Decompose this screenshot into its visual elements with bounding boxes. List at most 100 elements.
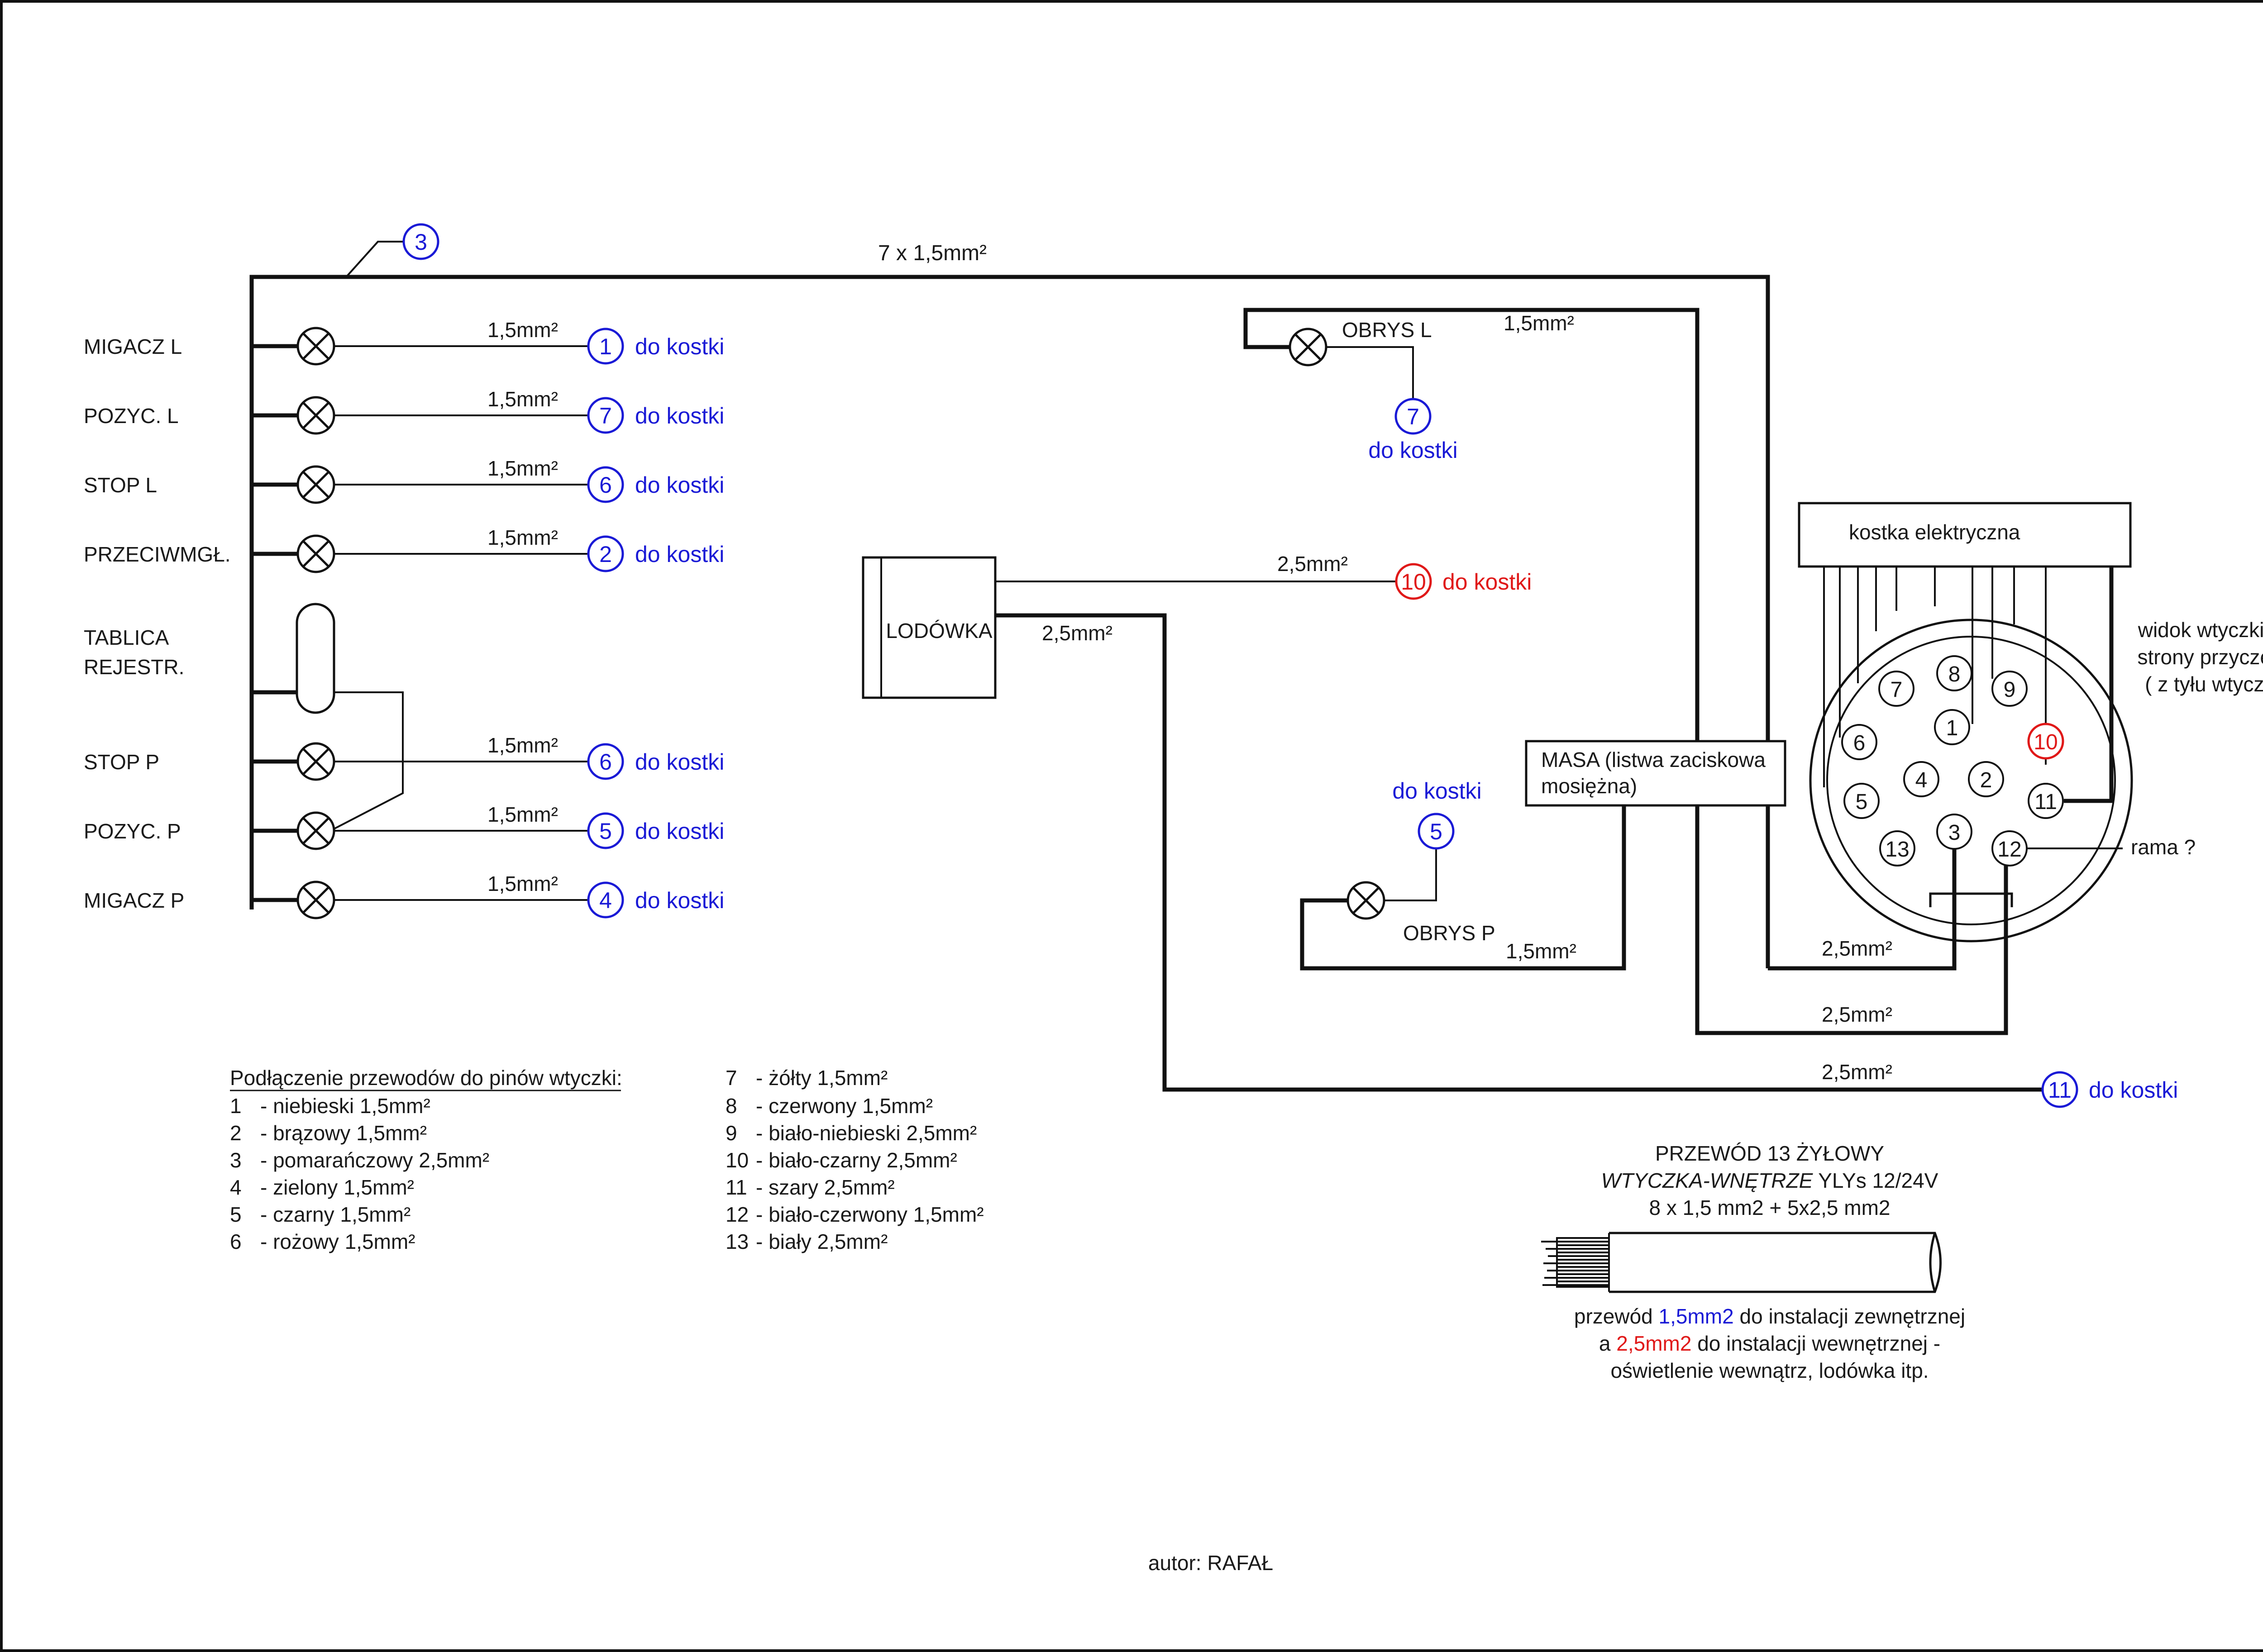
cable-note1-b: 1,5mm2 — [1659, 1304, 1734, 1328]
lamp-symbol-icon — [1289, 328, 1327, 367]
wire-gauge: 1,5mm² — [487, 457, 558, 480]
legend-text: - szary 2,5mm² — [756, 1176, 895, 1199]
rama-label: rama ? — [2131, 835, 2196, 859]
legend-text: - biało-niebieski 2,5mm² — [756, 1121, 977, 1145]
plug-pin-number: 7 — [1891, 678, 1903, 702]
pin-number: 2 — [599, 542, 612, 567]
lamp-label: PRZECIWMGŁ. — [84, 543, 231, 566]
wire-gauge: 1,5mm² — [487, 526, 558, 549]
masa-line1: MASA (listwa zaciskowa — [1541, 748, 1766, 771]
plug-view-line2: strony przyczepy — [2137, 645, 2263, 669]
obrys-p-wire — [1300, 805, 1626, 971]
cable-note2: a 2,5mm2 do instalacji wewnętrznej - — [1599, 1332, 1940, 1355]
lamp-symbol-icon — [296, 465, 335, 504]
pin-destination: do kostki — [635, 472, 724, 498]
fridge-box — [862, 556, 997, 699]
legend-num: 1 — [230, 1094, 242, 1118]
legend-text: - czerwony 1,5mm² — [756, 1094, 933, 1118]
legend-num: 2 — [230, 1121, 242, 1145]
lamp-row-6: POZYC. P 1,5mm² 5 do kostki — [84, 803, 724, 850]
obrys-l: OBRYS L 1,5mm² 7 do kostki — [1243, 308, 1700, 968]
pin-circle — [1395, 563, 1432, 600]
plug-pin — [1934, 709, 1970, 745]
top-wire-label: 7 x 1,5mm² — [878, 241, 987, 265]
kostka-leads — [1823, 567, 2047, 787]
pin-destination: do kostki — [635, 749, 724, 775]
lamp-symbol-icon — [296, 534, 335, 573]
kostka-box — [1798, 502, 2132, 568]
plug-key-notch — [1929, 892, 2013, 907]
wire-pin3 — [1768, 849, 1957, 971]
wire-gauge: 1,5mm² — [487, 387, 558, 411]
cable-note1: przewód 1,5mm2 do instalacji zewnętrznej — [1574, 1304, 1965, 1328]
plug-inner-ring — [1826, 636, 2116, 925]
lamp-label: POZYC. P — [84, 819, 181, 843]
wire-gauge: 1,5mm² — [487, 803, 558, 826]
node-3-circle — [402, 223, 439, 260]
cable-note2-b: 2,5mm2 — [1616, 1332, 1691, 1355]
cable-line1: PRZEWÓD 13 ŻYŁOWY — [1655, 1142, 1884, 1165]
lamp-label: POZYC. L — [84, 404, 179, 428]
fridge-wire-bottom-gauge: 2,5mm² — [1042, 621, 1112, 645]
lamp-row-5: STOP P 1,5mm² 6 do kostki — [84, 733, 724, 781]
cable-note2-c: do instalacji wewnętrznej - — [1691, 1332, 1940, 1355]
pin-number-11: 11 — [2048, 1077, 2072, 1103]
cable-note3: oświetlenie wewnątrz, lodówka itp. — [1610, 1359, 1929, 1382]
plug-socket — [1809, 619, 2133, 943]
plug-pin — [1968, 761, 2004, 797]
plug-pin-number: 11 — [2034, 790, 2057, 814]
lamp-label: MIGACZ P — [84, 889, 184, 912]
plug-pin — [2027, 723, 2064, 760]
legend-num: 13 — [726, 1230, 749, 1253]
plug-pin — [1843, 783, 1880, 819]
plug-pin — [1991, 671, 2028, 707]
legend-text: - niebieski 1,5mm² — [260, 1094, 430, 1118]
cable-line2-italic: WTYCZKA-WNĘTRZE — [1601, 1169, 1814, 1192]
wire-gauge: 1,5mm² — [487, 733, 558, 757]
wire-gauge: 1,5mm² — [487, 318, 558, 342]
plug-view-line3: ( z tyłu wtyczki) — [2145, 672, 2263, 696]
obrys-l-lead — [1326, 346, 1414, 399]
lamp-label: STOP L — [84, 473, 157, 497]
fridge-label: LODÓWKA — [886, 619, 992, 643]
plug-pin-number: 6 — [1853, 731, 1866, 755]
legend-text: - zielony 1,5mm² — [260, 1176, 414, 1199]
legend-text: - rożowy 1,5mm² — [260, 1230, 415, 1253]
lamp-symbol-icon — [296, 396, 335, 435]
pin-circle — [1394, 398, 1432, 435]
plug-pin-number: 9 — [2004, 678, 2016, 702]
pin-number: 6 — [599, 749, 612, 775]
legend-num: 5 — [230, 1203, 242, 1226]
masa-box — [1525, 740, 1786, 807]
wire-gauge-1: 2,5mm² — [1822, 937, 1892, 960]
cable-line3: 8 x 1,5 mm2 + 5x2,5 mm2 — [1649, 1196, 1890, 1219]
plug-outer-ring — [1809, 619, 2133, 943]
pin-circle — [587, 328, 624, 365]
legend-num: 12 — [726, 1203, 749, 1226]
plug-pin — [2028, 783, 2064, 819]
pin-destination: do kostki — [1368, 438, 1457, 463]
lamp-row-1: MIGACZ L 1,5mm² 1 do kostki — [84, 318, 724, 366]
kostka: kostka elektryczna — [1798, 502, 2132, 803]
plate-link — [328, 691, 404, 833]
pin-circle-11 — [2041, 1071, 2078, 1108]
obrys-p: OBRYS P 1,5mm² 5 do kostki — [1300, 778, 1626, 971]
plug-pin-number: 3 — [1948, 821, 1961, 845]
lamp-symbol-icon — [296, 811, 335, 850]
fridge-wire-top-gauge: 2,5mm² — [1277, 552, 1348, 576]
pin-number: 7 — [1407, 404, 1419, 429]
fridge: LODÓWKA 2,5mm² 10 do kostki 2,5mm² — [862, 552, 2043, 1092]
cable-description: PRZEWÓD 13 ŻYŁOWY WTYCZKA-WNĘTRZE YLYs 1… — [1541, 1142, 1965, 1382]
plug-pin — [1879, 830, 1915, 866]
plug-pin-number: 4 — [1915, 768, 1928, 792]
pin-number: 6 — [599, 472, 612, 498]
cable-drawing — [1541, 1232, 1942, 1293]
pin-circle — [587, 743, 624, 780]
legend-text: - czarny 1,5mm² — [260, 1203, 411, 1226]
plug-pin — [1903, 761, 1939, 797]
cable-note2-a: a — [1599, 1332, 1616, 1355]
pin-number: 1 — [599, 334, 612, 359]
obrys-p-gauge: 1,5mm² — [1506, 939, 1576, 963]
legend-text: - biało-czarny 2,5mm² — [756, 1148, 957, 1172]
